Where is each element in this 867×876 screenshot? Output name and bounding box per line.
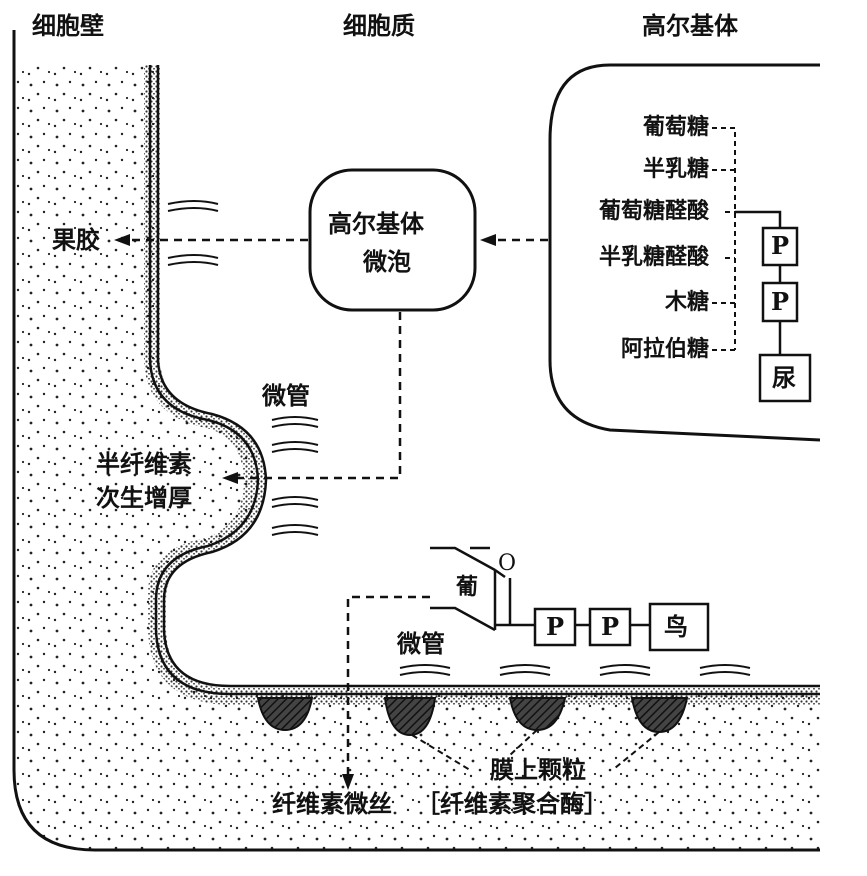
glucose-nucleotide-structure — [430, 546, 650, 632]
microtubule-pectin-1b — [167, 207, 219, 212]
microtubules-bottom — [399, 664, 751, 676]
label-hemicellulose: 半纤维素 — [96, 450, 192, 478]
sugar-glucuronic-acid: 葡萄糖醛酸 — [598, 199, 709, 224]
cytoplasm-dense-layer — [144, 65, 820, 705]
arrow-vesicle-to-hemicellulose — [238, 312, 402, 480]
sugar-glucose: 葡萄糖 — [642, 115, 709, 140]
golgi-p-box-1 — [761, 226, 799, 267]
header-cytoplasm: 细胞质 — [343, 12, 415, 40]
arrowhead-hemicellulose — [222, 472, 238, 484]
vesicle-label-line2: 微泡 — [363, 248, 411, 276]
bottom-p-label-1: P — [545, 612, 565, 641]
golgi-p-label-2: P — [770, 287, 790, 316]
plasma-membrane-outer — [156, 65, 820, 688]
golgi-body-outline — [548, 63, 821, 442]
label-pectin: 果胶 — [52, 226, 100, 254]
label-glucose-short: 葡 — [456, 575, 479, 600]
golgi-uracil-box — [758, 353, 812, 403]
header-cell-wall: 细胞壁 — [32, 12, 104, 40]
sugar-arabinose: 阿拉伯糖 — [620, 337, 709, 362]
plasma-membrane-inner — [148, 65, 820, 696]
microtubule-pectin-1 — [167, 200, 219, 205]
label-oxygen: O — [498, 551, 517, 576]
label-membrane-granules: 膜上颗粒 — [490, 756, 586, 784]
arrowhead-golgi-to-vesicle — [480, 234, 496, 246]
golgi-vesicle — [308, 168, 477, 312]
sugar-galactose: 半乳糖 — [642, 157, 709, 182]
bottom-p-box-1 — [533, 607, 577, 647]
membrane-granules — [256, 697, 689, 737]
arrow-glucose-to-fibril — [346, 595, 430, 775]
label-microtubule-top: 微管 — [262, 382, 310, 410]
bottom-guanine-label: 鸟 — [664, 613, 688, 641]
golgi-p-label-1: P — [770, 231, 790, 260]
sugar-bracket — [712, 127, 736, 351]
label-cellulose-microfibril: 纤维素微丝 — [272, 790, 392, 818]
label-microtubule-bottom: 微管 — [397, 630, 445, 658]
bottom-p-label-2: P — [600, 612, 620, 641]
arrowhead-pectin — [114, 234, 130, 246]
header-golgi: 高尔基体 — [642, 12, 738, 40]
vesicle-label-line1: 高尔基体 — [328, 210, 424, 238]
bottom-guanine-box — [648, 602, 710, 652]
arrowhead-fibril — [342, 774, 354, 790]
sugar-xylose: 木糖 — [664, 290, 709, 315]
cell-wall-outer-border — [12, 30, 820, 852]
golgi-uracil-label: 尿 — [772, 364, 796, 392]
bracket-to-p-box — [735, 210, 782, 228]
microtubule-pectin-2b — [167, 261, 219, 266]
label-cellulose-synthase: ［纤维素聚合酶］ — [416, 790, 608, 818]
microtubule-pectin-2 — [167, 254, 219, 259]
golgi-p-box-2 — [761, 281, 799, 323]
granule-pointer-lines — [411, 729, 660, 771]
label-secondary-thickening: 次生增厚 — [96, 484, 192, 512]
microtubules-hemicellulose — [271, 416, 319, 536]
cell-wall-region — [14, 30, 820, 850]
bottom-p-box-2 — [588, 607, 632, 647]
sugar-galacturonic-acid: 半乳糖醛酸 — [598, 245, 709, 270]
